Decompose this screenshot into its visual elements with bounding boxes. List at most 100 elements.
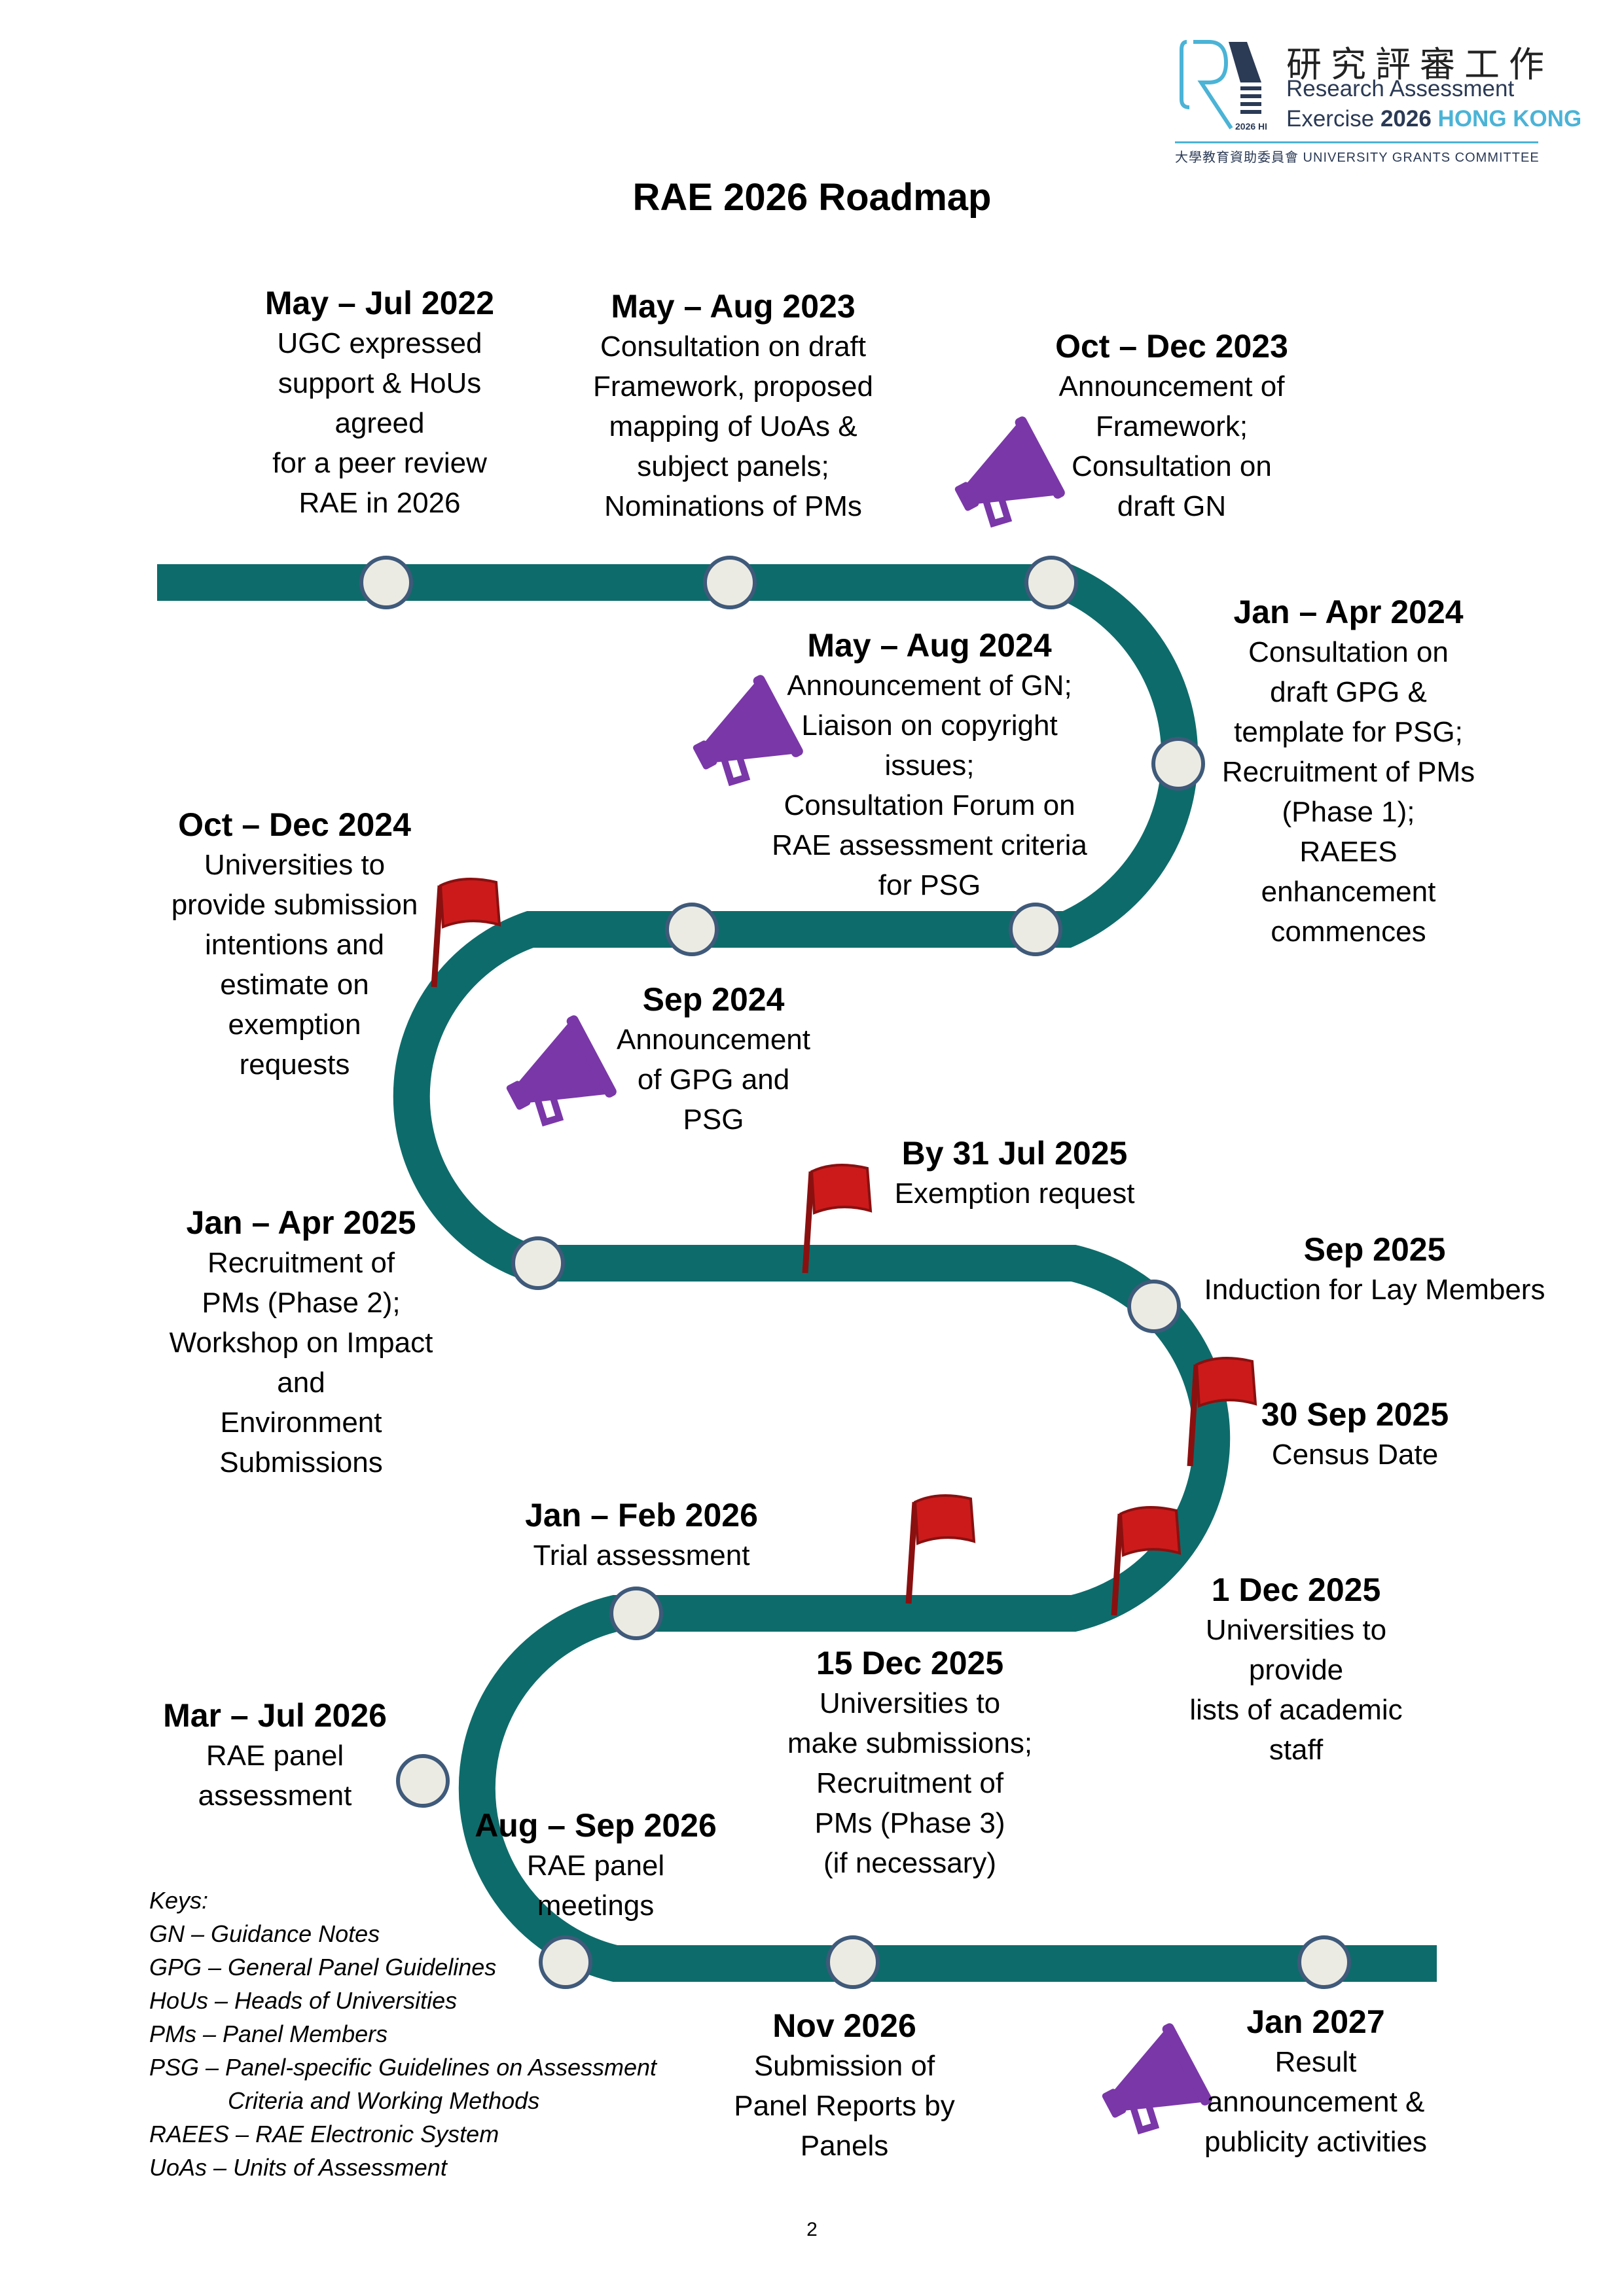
timeline-node	[1127, 1280, 1181, 1333]
milestone-description-line: Announcement of GN;	[787, 670, 1072, 702]
milestone-date: Aug – Sep 2026	[475, 1807, 717, 1844]
milestone-description-line: PMs (Phase 3)	[814, 1807, 1005, 1839]
milestone-description-line: Framework, proposed	[593, 370, 873, 403]
milestone-date: Oct – Dec 2023	[1055, 328, 1288, 365]
milestone-date: 1 Dec 2025	[1211, 1571, 1381, 1608]
timeline-node	[826, 1935, 880, 1989]
milestone-description-line: Recruitment of PMs	[1221, 756, 1475, 788]
milestone-date: Oct – Dec 2024	[178, 806, 411, 843]
milestone-description-line: staff	[1269, 1734, 1324, 1766]
milestone-description-line: Recruitment of	[816, 1767, 1004, 1799]
timeline-node	[1024, 556, 1078, 609]
milestone-description-line: UGC expressed	[277, 327, 482, 359]
milestone-description-line: Universities to	[819, 1687, 1001, 1719]
timeline-node	[511, 1236, 565, 1290]
milestone-description-line: (if necessary)	[823, 1847, 997, 1879]
milestone-description-line: Submission of	[753, 2050, 935, 2082]
milestone-date: Nov 2026	[772, 2007, 916, 2044]
milestone-description-line: Liaison on copyright	[801, 709, 1058, 742]
milestone-description-line: RAEES	[1299, 836, 1398, 868]
rae-logo-mark-text: 2026 HK	[1235, 121, 1267, 132]
milestone-description-line: issues;	[884, 749, 975, 781]
logo-chinese-title: 研究評審工作	[1286, 45, 1553, 84]
logo-line-2-year: 2026	[1380, 106, 1432, 132]
milestone-date: 30 Sep 2025	[1261, 1396, 1449, 1433]
milestone-description-line: PMs (Phase 2);	[202, 1287, 401, 1319]
milestone-date: 15 Dec 2025	[816, 1645, 1004, 1681]
milestone-date: Mar – Jul 2026	[163, 1697, 387, 1734]
flag-icon	[802, 1164, 873, 1274]
milestone-date: Jan – Apr 2024	[1233, 594, 1464, 630]
flag-icon	[905, 1494, 976, 1604]
key-item: GPG – General Panel Guidelines	[149, 1954, 497, 1981]
key-item: PMs – Panel Members	[149, 2020, 388, 2047]
milestone-description-line: Panels	[800, 2130, 889, 2162]
milestone-description-line: Framework;	[1095, 410, 1248, 442]
milestone-description-line: PSG	[683, 1103, 744, 1136]
milestone-description-line: Consultation on draft	[600, 331, 867, 363]
milestone-description-line: Recruitment of	[207, 1247, 395, 1279]
milestone-description: Census Date	[1211, 1435, 1499, 1475]
milestone-description-line: RAE panel	[526, 1850, 665, 1882]
timeline-node	[396, 1754, 450, 1808]
milestone-description-line: Workshop on Impact	[169, 1327, 433, 1359]
flag-icon	[1111, 1506, 1182, 1616]
milestone-date: By 31 Jul 2025	[901, 1135, 1128, 1172]
rae-logo-mark-icon: 2026 HK	[1180, 40, 1267, 132]
milestone-date: Jan – Feb 2026	[525, 1497, 758, 1534]
logo-line-2-prefix: Exercise	[1286, 106, 1380, 132]
timeline-node	[1151, 737, 1205, 791]
milestone-description: Exemption request	[871, 1174, 1159, 1213]
keys-heading: Keys:	[149, 1887, 209, 1914]
timeline-node	[609, 1587, 663, 1640]
milestone-description: Trial assessment	[497, 1535, 785, 1575]
milestone-description-line: Announcement of	[1058, 370, 1285, 403]
logo-line-2: Exercise 2026 HONG KONG	[1286, 106, 1581, 132]
key-item: RAEES – RAE Electronic System	[149, 2121, 499, 2147]
milestone-description: RAE panel assessment	[131, 1736, 419, 1816]
milestone-description-line: commences	[1271, 916, 1426, 948]
milestone-description-line: RAE assessment criteria	[772, 829, 1087, 861]
milestone-description-line: agreed	[334, 407, 425, 439]
key-item: HoUs – Heads of Universities	[149, 1987, 458, 2014]
milestone-description-line: Environment	[220, 1407, 382, 1439]
milestone-description-line: assessment	[198, 1780, 352, 1812]
milestone-description-line: for PSG	[878, 869, 981, 901]
milestone-description-line: Consultation on	[1072, 450, 1272, 482]
rae-logo: 2026 HK 研究評審工作 Research Assessment Exerc…	[1175, 31, 1581, 195]
milestone-description: Announcement of Framework; Consultation on…	[1021, 367, 1322, 526]
key-item-continuation: Criteria and Working Methods	[228, 2087, 540, 2114]
page-number: 2	[806, 2219, 818, 2240]
milestone-description-line: RAE in 2026	[298, 487, 461, 519]
milestone-description-line: provide submission	[171, 889, 418, 921]
milestone-date: May – Jul 2022	[264, 285, 495, 321]
milestone-description-line: RAE panel	[206, 1740, 344, 1772]
milestone-description-line: publicity activities	[1204, 2126, 1427, 2158]
milestone-description-line: Universities to	[1205, 1614, 1387, 1646]
megaphone-icon	[1102, 2023, 1212, 2135]
milestone-description-line: announcement &	[1206, 2086, 1425, 2118]
keys-legend: Keys: GN – Guidance Notes GPG – General …	[149, 1884, 657, 2184]
milestone-date: May – Aug 2023	[611, 288, 856, 325]
milestone-description-line: Nominations of PMs	[604, 490, 862, 522]
milestone-description-line: Consultation on	[1248, 636, 1449, 668]
milestone-description-line: intentions and	[205, 929, 384, 961]
milestone-description-line: Exemption request	[894, 1177, 1135, 1210]
